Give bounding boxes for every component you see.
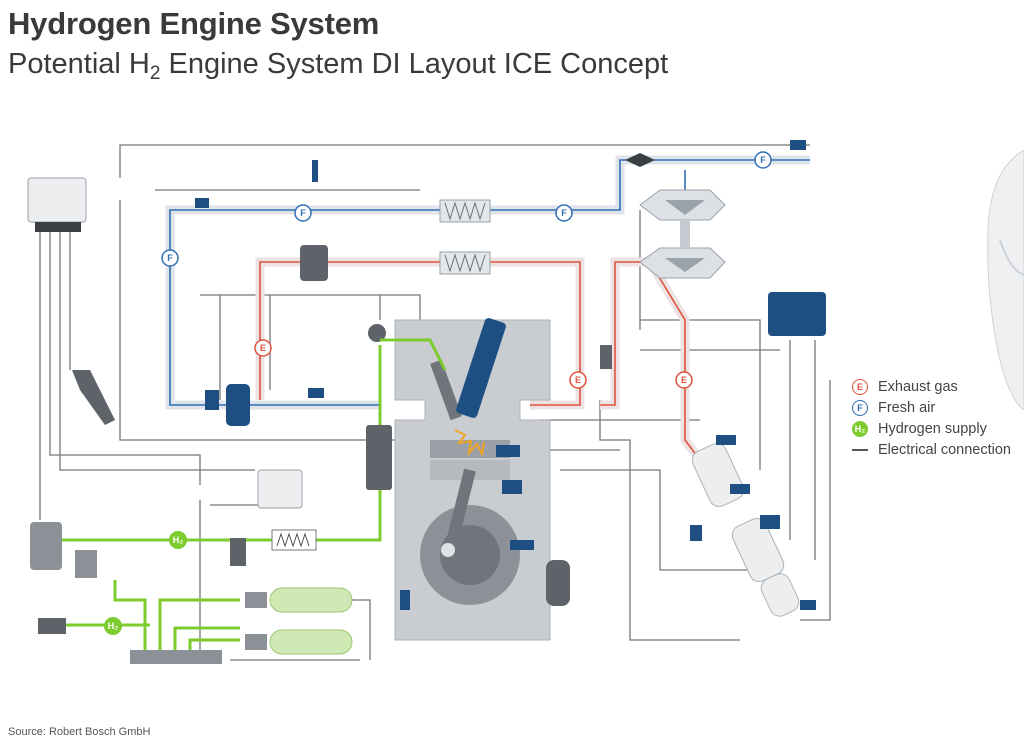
turbocharger (639, 189, 726, 279)
svg-text:E: E (575, 375, 581, 385)
legend-item-hydrogen: H₂ Hydrogen supply (852, 418, 1011, 439)
electrical-connections (39, 144, 831, 661)
sensors (195, 140, 816, 610)
throttle-valve (230, 245, 612, 606)
marker-hydrogen-1: H₂ (169, 531, 187, 549)
svg-text:F: F (561, 208, 567, 218)
valves (625, 153, 655, 167)
pressure-regulator (30, 522, 97, 578)
svg-text:H₂: H₂ (108, 621, 119, 631)
legend-item-fresh-air: F Fresh air (852, 397, 1011, 418)
svg-text:F: F (300, 208, 306, 218)
page-subtitle: Potential H2 Engine System DI Layout ICE… (8, 48, 668, 85)
hydrogen-tanks (245, 587, 353, 655)
marker-exhaust-2: E (569, 371, 587, 389)
marker-fresh-1: F (294, 204, 312, 222)
subtitle-text-post: Engine System DI Layout ICE Concept (160, 48, 669, 80)
hydrogen-supply-path (60, 338, 447, 650)
page-title: Hydrogen Engine System (8, 6, 380, 41)
heat-exchanger-h2 (271, 529, 317, 551)
exhaust-icon: E (852, 378, 868, 395)
legend-label-hydrogen: Hydrogen supply (878, 420, 987, 437)
subtitle-text-pre: Potential H (8, 48, 150, 80)
tank-manifold (130, 650, 222, 664)
hydrogen-icon: H₂ (852, 420, 868, 437)
intercooler (439, 199, 491, 223)
marker-fresh-4: F (161, 249, 179, 267)
exhaust-aftertreatment (691, 442, 800, 617)
vehicle-silhouette (987, 149, 1024, 411)
source-caption: Source: Robert Bosch GmbH (8, 726, 151, 738)
h2-rail-injector-module (366, 425, 392, 490)
hydrogen-injector (368, 324, 462, 421)
marker-exhaust-3: E (675, 371, 693, 389)
marker-hydrogen-2: H₂ (104, 617, 122, 635)
subtitle-subscript: 2 (149, 63, 161, 84)
svg-text:E: E (260, 343, 266, 353)
legend: E Exhaust gas F Fresh air H₂ Hydrogen su… (852, 376, 1011, 460)
electrical-line-icon (852, 448, 868, 451)
accelerator-pedal (72, 370, 115, 425)
svg-text:E: E (681, 375, 687, 385)
svg-text:F: F (760, 155, 766, 165)
marker-fresh-3: F (754, 151, 772, 169)
engine-block (394, 319, 551, 641)
legend-item-electrical: Electrical connection (852, 439, 1011, 460)
engine-control-unit (27, 177, 87, 232)
h2-control-unit (257, 469, 303, 509)
egr-cooler (439, 251, 491, 275)
marker-fresh-2: F (555, 204, 573, 222)
svg-text:F: F (167, 253, 173, 263)
exhaust-control-unit (768, 292, 826, 336)
fill-valve (38, 618, 66, 634)
flow-markers: F F F F E E E H₂ H₂ (104, 151, 772, 635)
fresh-air-icon: F (852, 399, 868, 416)
legend-label-fresh-air: Fresh air (878, 399, 936, 416)
ignition-coil (456, 318, 506, 418)
marker-exhaust-1: E (254, 339, 272, 357)
legend-label-exhaust: Exhaust gas (878, 378, 958, 395)
legend-label-electrical: Electrical connection (878, 441, 1011, 458)
svg-text:H₂: H₂ (173, 535, 184, 545)
legend-item-exhaust: E Exhaust gas (852, 376, 1011, 397)
